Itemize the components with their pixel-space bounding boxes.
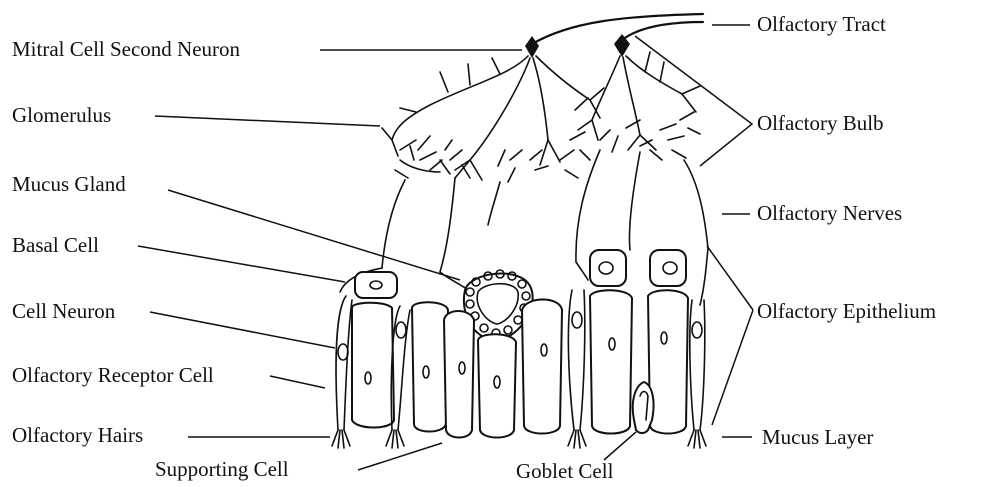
label-mucus-layer: Mucus Layer <box>762 425 873 449</box>
label-mitral-cell: Mitral Cell Second Neuron <box>12 37 241 61</box>
glomerulus-right <box>600 112 700 160</box>
label-glomerulus: Glomerulus <box>12 103 111 127</box>
label-supporting-cell: Supporting Cell <box>155 457 289 481</box>
mitral-cell-right <box>578 34 700 150</box>
basal-cell-left <box>355 272 397 298</box>
label-olfactory-bulb: Olfactory Bulb <box>757 111 884 135</box>
label-olfactory-receptor-cell: Olfactory Receptor Cell <box>12 363 214 387</box>
label-mucus-gland: Mucus Gland <box>12 172 126 196</box>
basal-cell-right-1 <box>590 250 626 286</box>
label-olfactory-hairs: Olfactory Hairs <box>12 423 143 447</box>
label-olfactory-nerves: Olfactory Nerves <box>757 201 902 225</box>
label-basal-cell: Basal Cell <box>12 233 99 257</box>
goblet-cell <box>633 382 654 433</box>
label-olfactory-epithelium: Olfactory Epithelium <box>757 299 936 323</box>
olfactory-tract <box>532 14 703 44</box>
label-goblet-cell: Goblet Cell <box>516 459 614 482</box>
basal-cell-right-2 <box>650 250 686 286</box>
label-cell-neuron: Cell Neuron <box>12 299 116 323</box>
glomerulus-left <box>382 128 470 178</box>
label-olfactory-tract: Olfactory Tract <box>757 12 886 36</box>
